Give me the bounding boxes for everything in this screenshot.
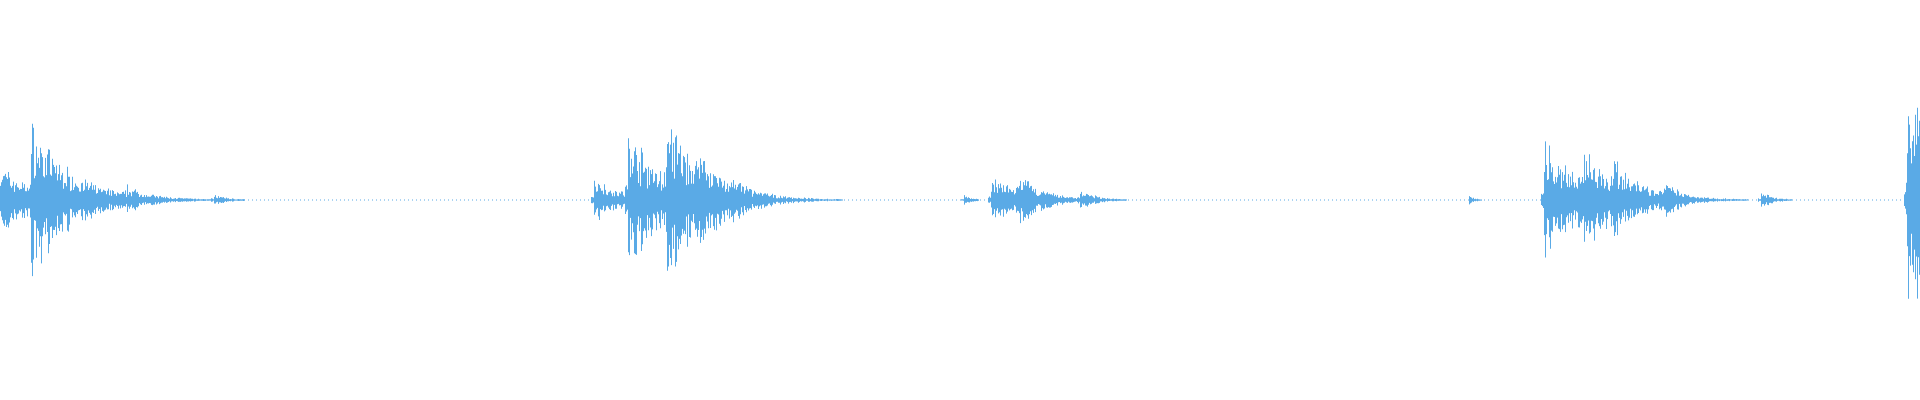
- waveform-samples: [0, 107, 1920, 299]
- waveform-trace: [0, 107, 1920, 299]
